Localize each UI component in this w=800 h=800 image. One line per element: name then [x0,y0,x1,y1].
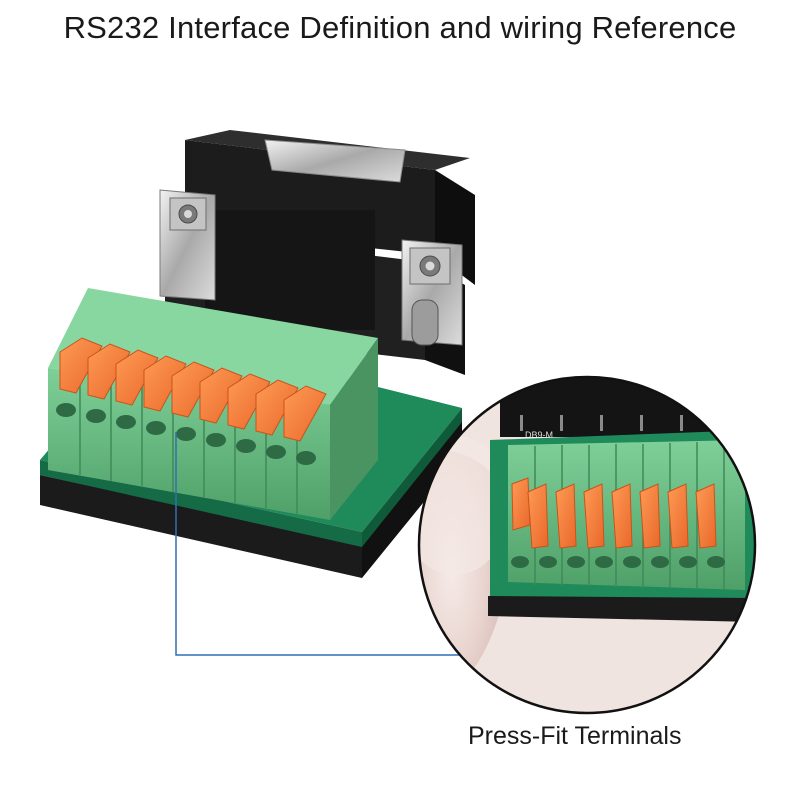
zoom-callout: DB9-M [417,375,757,715]
callout-line [175,432,470,656]
terminal-levers [59,337,327,442]
main-module [40,130,475,578]
callout-caption: Press-Fit Terminals [468,722,682,750]
terminal-block [48,288,378,520]
page-title: RS232 Interface Definition and wiring Re… [63,10,737,45]
pcb-silkscreen-label: DB9-M [525,430,553,440]
foam-base [40,475,362,578]
